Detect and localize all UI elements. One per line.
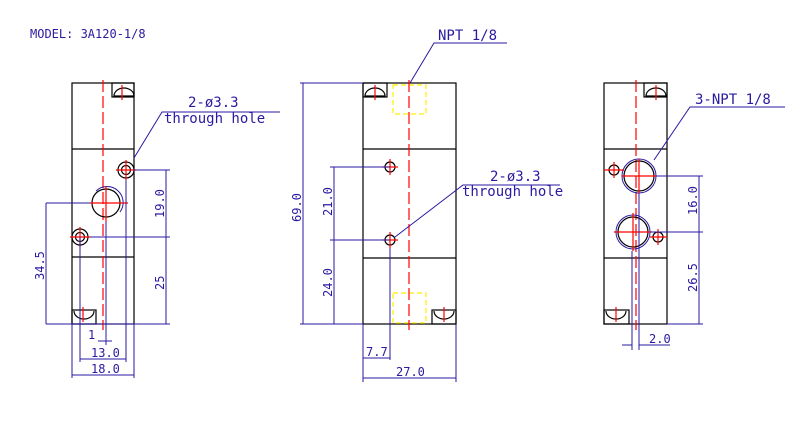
dim-13: 13.0 bbox=[91, 346, 120, 360]
dim-19: 19.0 bbox=[153, 189, 167, 218]
dim-27: 27.0 bbox=[396, 365, 425, 379]
model-label: MODEL: 3A120-1/8 bbox=[30, 27, 146, 41]
bottom-notch bbox=[71, 309, 97, 325]
port-callout: NPT 1/8 bbox=[438, 28, 497, 44]
dim-7-7: 7.7 bbox=[366, 345, 388, 359]
port-callout: 3-NPT 1/8 bbox=[695, 92, 771, 108]
hole-callout-note: through hole bbox=[164, 111, 265, 127]
dim-2: 2.0 bbox=[649, 332, 671, 346]
dim-25: 25 bbox=[153, 276, 167, 290]
middle-view: 69.0 21.0 24.0 7.7 27.0 NPT 1/8 2-ø3.3 t… bbox=[290, 28, 563, 382]
hole-callout: 2-ø3.3 bbox=[490, 169, 541, 185]
leader-line bbox=[133, 111, 280, 159]
dim-21: 21.0 bbox=[321, 187, 335, 216]
dim-16: 16.0 bbox=[686, 186, 700, 215]
left-view: 19.0 25 34.5 1 13.0 18.0 2-ø3.3 through … bbox=[33, 80, 280, 378]
right-view: 16.0 26.5 2.0 3-NPT 1/8 bbox=[603, 80, 785, 350]
hole-callout: 2-ø3.3 bbox=[188, 95, 239, 111]
dim-26-5: 26.5 bbox=[686, 263, 700, 292]
top-notch bbox=[111, 82, 135, 98]
dim-18: 18.0 bbox=[91, 362, 120, 376]
dim-34-5: 34.5 bbox=[33, 251, 47, 280]
dim-24: 24.0 bbox=[321, 268, 335, 297]
dim-1: 1 bbox=[88, 328, 95, 342]
dim-69: 69.0 bbox=[290, 193, 304, 222]
hole-callout-note: through hole bbox=[462, 184, 563, 200]
